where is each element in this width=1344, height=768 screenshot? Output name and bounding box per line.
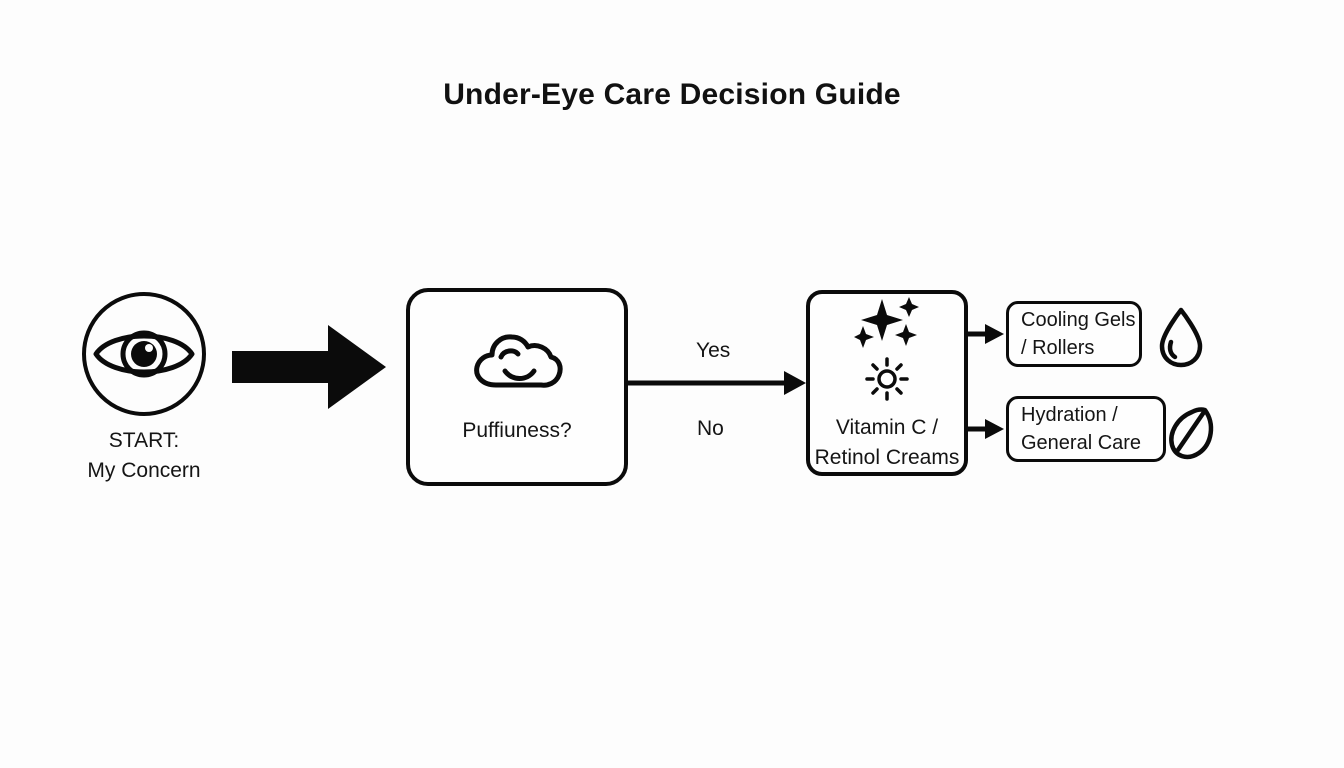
- result-node-hydration[interactable]: Hydration / General Care: [1006, 396, 1166, 462]
- leaf-icon: [1169, 407, 1214, 460]
- droplet-icon-container: [1158, 306, 1204, 368]
- start-label-line-1: START:: [108, 429, 180, 452]
- treatment-node-label: Vitamin C / Retinol Creams: [815, 413, 960, 473]
- result-2-label-line-2: General Care: [1021, 432, 1142, 454]
- decision-node[interactable]: Puffiuness?: [406, 288, 628, 486]
- edge-decision-to-treatment: [628, 371, 806, 395]
- result-1-label-line-1: Cooling Gels: [1021, 309, 1136, 331]
- treatment-label-line-1: Vitamin C /: [835, 416, 939, 439]
- treatment-label-line-2: Retinol Creams: [814, 446, 960, 469]
- start-node-label: START: My Concern: [87, 426, 200, 486]
- page-title: Under-Eye Care Decision Guide: [443, 78, 901, 111]
- leaf-icon-container: [1168, 404, 1216, 462]
- block-arrow-icon: [232, 325, 386, 409]
- result-2-label-line-1: Hydration /: [1021, 404, 1118, 426]
- decision-node-label: Puffiuness?: [462, 419, 572, 442]
- treatment-node[interactable]: Vitamin C / Retinol Creams: [806, 290, 968, 476]
- sparkles-icon: [854, 297, 919, 348]
- edge-label-yes: Yes: [696, 339, 731, 362]
- sun-icon: [865, 357, 909, 401]
- result-1-label-line-2: / Rollers: [1021, 337, 1095, 359]
- cloud-icon: [474, 334, 563, 388]
- droplet-icon: [1159, 307, 1203, 368]
- treatment-node-icons: [854, 295, 920, 401]
- result-node-cooling-gels[interactable]: Cooling Gels / Rollers: [1006, 301, 1142, 367]
- edge-treatment-to-result-1: [966, 324, 1004, 344]
- edge-label-no: No: [697, 417, 724, 440]
- result-node-label: Cooling Gels / Rollers: [1021, 306, 1136, 362]
- result-node-label: Hydration / General Care: [1021, 401, 1141, 457]
- start-node-circle: [82, 292, 206, 416]
- eye-icon: [93, 330, 195, 378]
- edge-treatment-to-result-2: [966, 419, 1004, 439]
- start-label-line-2: My Concern: [87, 459, 201, 482]
- start-node[interactable]: START: My Concern: [82, 292, 206, 482]
